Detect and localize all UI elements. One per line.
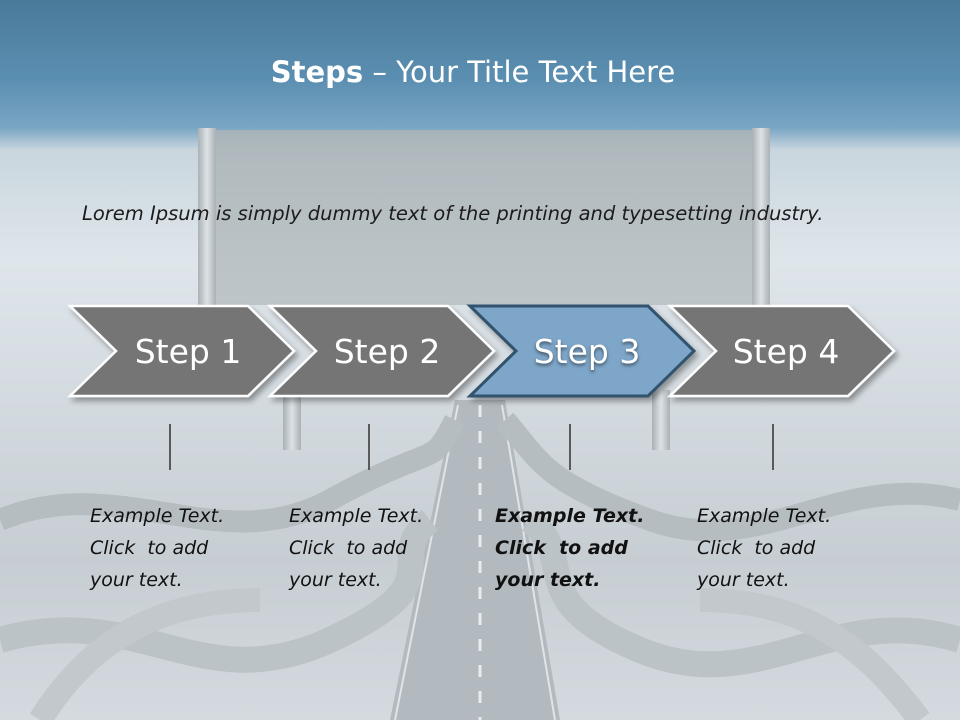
step-1-text-line: Example Text. <box>90 505 225 527</box>
step-1-text[interactable]: Example Text. Click to add your text. <box>90 500 270 596</box>
step-1-text-line: your text. <box>90 569 183 591</box>
step-4-text-line: your text. <box>697 569 790 591</box>
slide-title: Steps – Your Title Text Here <box>0 55 946 89</box>
step-4-text-line: Click to add <box>697 537 816 559</box>
step-4-label[interactable]: Step 4 <box>732 332 840 371</box>
step-3-text-line: your text. <box>495 569 601 591</box>
step-3-chevron[interactable] <box>466 304 697 398</box>
step-2-chevron[interactable] <box>266 304 496 398</box>
step-3-text[interactable]: Example Text. Click to add your text. <box>495 500 675 596</box>
step-4-chevron[interactable] <box>666 304 896 398</box>
step-2-text-line: Click to add <box>289 537 408 559</box>
step-1-connector <box>169 424 171 470</box>
step-3-text-line: Click to add <box>495 537 628 559</box>
step-2-connector <box>368 424 370 470</box>
step-2-text-line: Example Text. <box>289 505 424 527</box>
step-2-text[interactable]: Example Text. Click to add your text. <box>289 500 469 596</box>
step-2-text-line: your text. <box>289 569 382 591</box>
step-4-connector <box>772 424 774 470</box>
step-2-label[interactable]: Step 2 <box>333 332 441 371</box>
step-4-text[interactable]: Example Text. Click to add your text. <box>697 500 877 596</box>
step-1-label[interactable]: Step 1 <box>134 332 242 371</box>
step-1-chevron[interactable] <box>66 304 296 398</box>
background-sign-post <box>752 128 770 308</box>
step-3-connector <box>569 424 571 470</box>
step-3-label[interactable]: Step 3 <box>533 332 641 371</box>
intro-text: Lorem Ipsum is simply dummy text of the … <box>82 202 824 225</box>
step-4-text-line: Example Text. <box>697 505 832 527</box>
title-bold: Steps <box>270 55 364 89</box>
background-sign-board <box>215 130 755 305</box>
background-sign-post <box>198 128 216 308</box>
step-1-text-line: Click to add <box>90 537 209 559</box>
background-sign-post <box>283 390 301 450</box>
step-3-text-line: Example Text. <box>495 505 645 527</box>
background-sign-post <box>652 390 670 450</box>
title-rest: – Your Title Text Here <box>363 55 676 89</box>
